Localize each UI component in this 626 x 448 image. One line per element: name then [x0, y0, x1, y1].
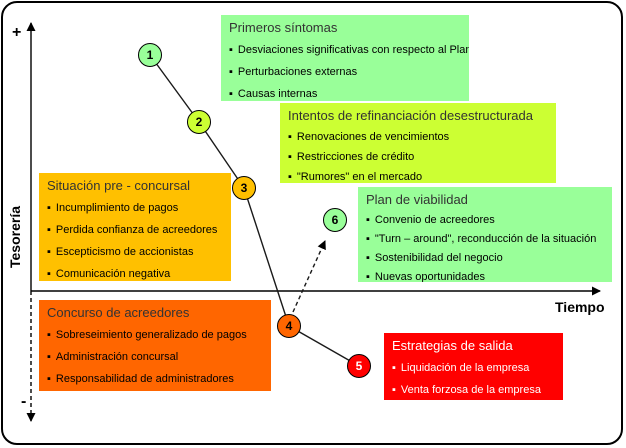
bullet-item: "Turn – around", reconducción de la situ… — [366, 230, 604, 249]
box-intentos-refinanciacion-bullets: Renovaciones de vencimientos Restriccion… — [288, 127, 548, 183]
milestone-circle-5: 5 — [347, 354, 371, 378]
y-axis-plus-label: + — [12, 24, 22, 41]
bullet-item: Renovaciones de vencimientos — [288, 127, 548, 147]
box-plan-viabilidad-title: Plan de viabilidad — [366, 192, 468, 207]
box-primeros-sintomas-bullets: Desviaciones significativas con respecto… — [229, 39, 469, 101]
milestone-number: 1 — [146, 48, 154, 62]
milestone-number: 4 — [285, 319, 293, 333]
milestone-circle-4: 4 — [277, 314, 301, 338]
bullet-item: Perdida confianza de acreedores — [47, 219, 223, 241]
bullet-item: Venta forzosa de la empresa — [392, 379, 555, 400]
milestone-number: 6 — [331, 213, 339, 227]
milestone-circle-1: 1 — [138, 43, 162, 67]
milestone-circle-6: 6 — [323, 208, 347, 232]
crisis-timeline-diagram: + Tesorería - Tiempo Primeros síntomas D… — [3, 3, 621, 443]
bullet-item: Desviaciones significativas con respecto… — [229, 39, 469, 61]
y-axis-minus-label: - — [21, 393, 27, 410]
bullet-item: Causas internas — [229, 83, 461, 101]
bullet-item: Restricciones de crédito — [288, 147, 548, 167]
box-estrategias-salida: Estrategias de salida Liquidación de la … — [384, 333, 563, 400]
milestone-circle-2: 2 — [187, 110, 211, 134]
box-concurso-acreedores-title: Concurso de acreedores — [47, 305, 190, 320]
milestone-number: 2 — [195, 115, 203, 129]
box-plan-viabilidad: Plan de viabilidad Convenio de acreedore… — [358, 187, 612, 282]
box-situacion-preconcursal-title: Situación pre - concursal — [47, 178, 191, 193]
bullet-item: Liquidación de la empresa — [392, 357, 555, 379]
milestone-number: 5 — [355, 359, 363, 373]
box-intentos-refinanciacion-title: Intentos de refinanciación desestructura… — [288, 108, 533, 123]
box-primeros-sintomas-title: Primeros síntomas — [229, 20, 338, 35]
bullet-item: Nuevas oportunidades — [366, 268, 604, 282]
bullet-item: Sobreseimiento generalizado de pagos — [47, 324, 263, 346]
bullet-item: Comunicación negativa — [47, 263, 223, 281]
box-intentos-refinanciacion: Intentos de refinanciación desestructura… — [280, 103, 556, 183]
bullet-item: "Rumores" en el mercado — [288, 167, 548, 183]
box-situacion-preconcursal-bullets: Incumplimiento de pagos Perdida confianz… — [47, 197, 223, 281]
milestone-circle-3: 3 — [232, 176, 256, 200]
bullet-item: Administración concursal — [47, 346, 263, 368]
box-estrategias-salida-title: Estrategias de salida — [392, 338, 513, 353]
bullet-item: Incumplimiento de pagos — [47, 197, 223, 219]
milestone-number: 3 — [240, 181, 248, 195]
box-concurso-acreedores: Concurso de acreedores Sobreseimiento ge… — [39, 300, 271, 391]
box-plan-viabilidad-bullets: Convenio de acreedores "Turn – around", … — [366, 211, 604, 282]
bullet-item: Perturbaciones externas — [229, 61, 461, 83]
bullet-item: Escepticismo de accionistas — [47, 241, 223, 263]
bullet-item: Convenio de acreedores — [366, 211, 604, 230]
bullet-item: Sostenibilidad del negocio — [366, 249, 604, 268]
bullet-item: Responsabilidad de administradores — [47, 368, 263, 390]
box-primeros-sintomas: Primeros síntomas Desviaciones significa… — [221, 15, 469, 101]
recovery-dashed-arrow — [292, 240, 326, 313]
box-concurso-acreedores-bullets: Sobreseimiento generalizado de pagos Adm… — [47, 324, 263, 390]
box-situacion-preconcursal: Situación pre - concursal Incumplimiento… — [39, 173, 231, 281]
box-estrategias-salida-bullets: Liquidación de la empresa Venta forzosa … — [392, 357, 555, 400]
y-axis-title: Tesorería — [7, 206, 23, 268]
x-axis-title: Tiempo — [555, 299, 605, 315]
